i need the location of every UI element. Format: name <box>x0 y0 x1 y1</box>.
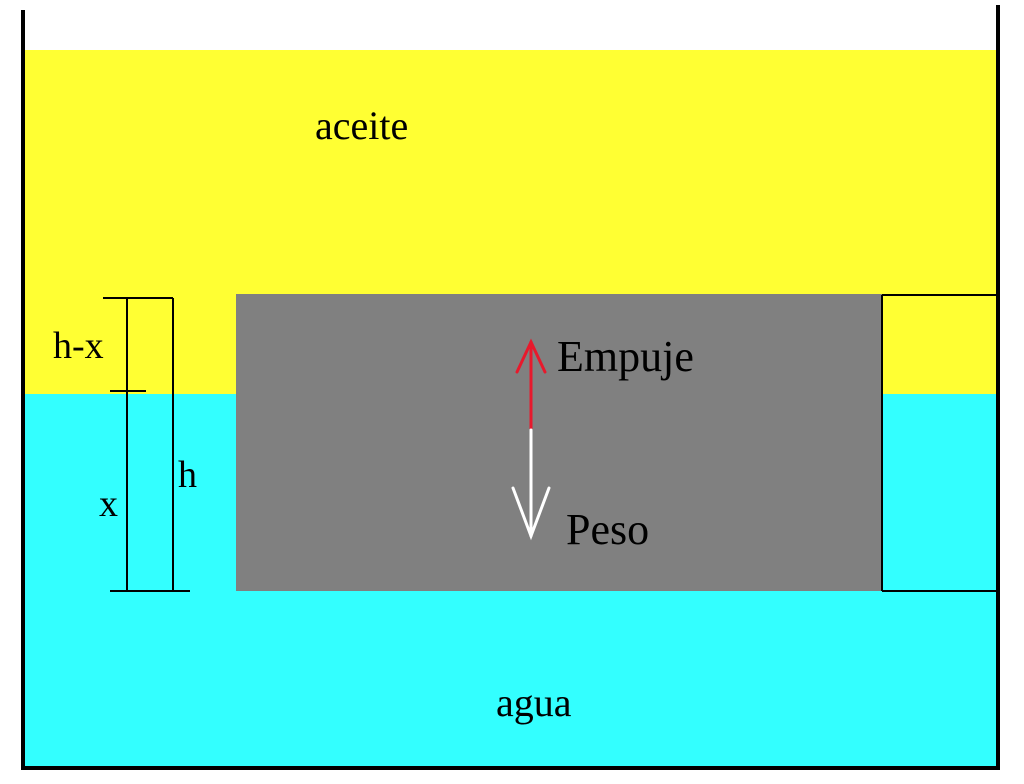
floating-block <box>236 294 882 591</box>
dimension-markers <box>103 297 190 592</box>
oil-label: aceite <box>315 103 408 148</box>
dim-total-label: h <box>178 454 197 496</box>
buoyancy-arrow <box>515 338 547 430</box>
dim-lower-label: x <box>99 483 118 525</box>
weight-label: Peso <box>566 505 649 554</box>
dim-upper-label: h-x <box>53 325 104 367</box>
water-label: agua <box>496 680 572 725</box>
weight-arrow <box>511 428 551 541</box>
buoyancy-label: Empuje <box>557 332 694 381</box>
